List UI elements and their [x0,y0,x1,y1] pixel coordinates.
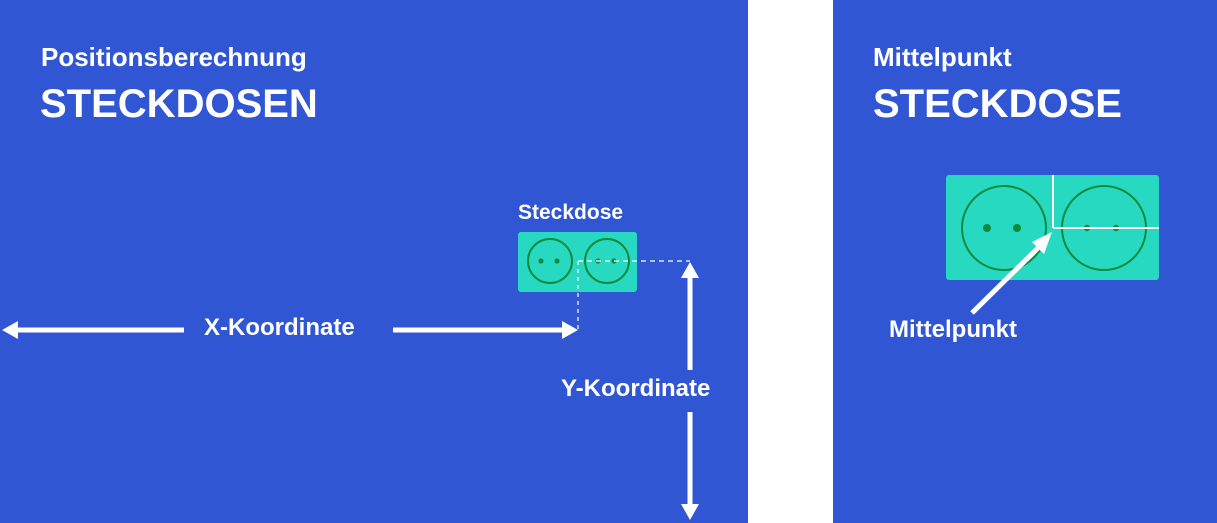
diagonal-arrow-icon [970,232,1052,315]
x-coordinate-label: X-Koordinate [204,314,355,341]
arrow-up-icon [681,262,699,370]
center-label: Mittelpunkt [889,316,1017,343]
right-diagram [946,175,1159,315]
arrow-right-icon [393,321,578,339]
right-subtitle: Mittelpunkt [873,42,1012,72]
left-title: STECKDOSEN [40,82,318,126]
left-subtitle: Positionsberechnung [41,42,307,72]
right-panel: Mittelpunkt STECKDOSE Mittelpunkt [833,0,1217,523]
left-panel: Positionsberechnung STECKDOSEN Steckdose [0,0,748,523]
arrow-down-icon [681,412,699,520]
right-title: STECKDOSE [873,82,1122,126]
y-coordinate-label: Y-Koordinate [561,375,711,402]
left-diagram [2,232,699,520]
arrow-left-icon [2,321,184,339]
socket-label: Steckdose [518,201,624,224]
